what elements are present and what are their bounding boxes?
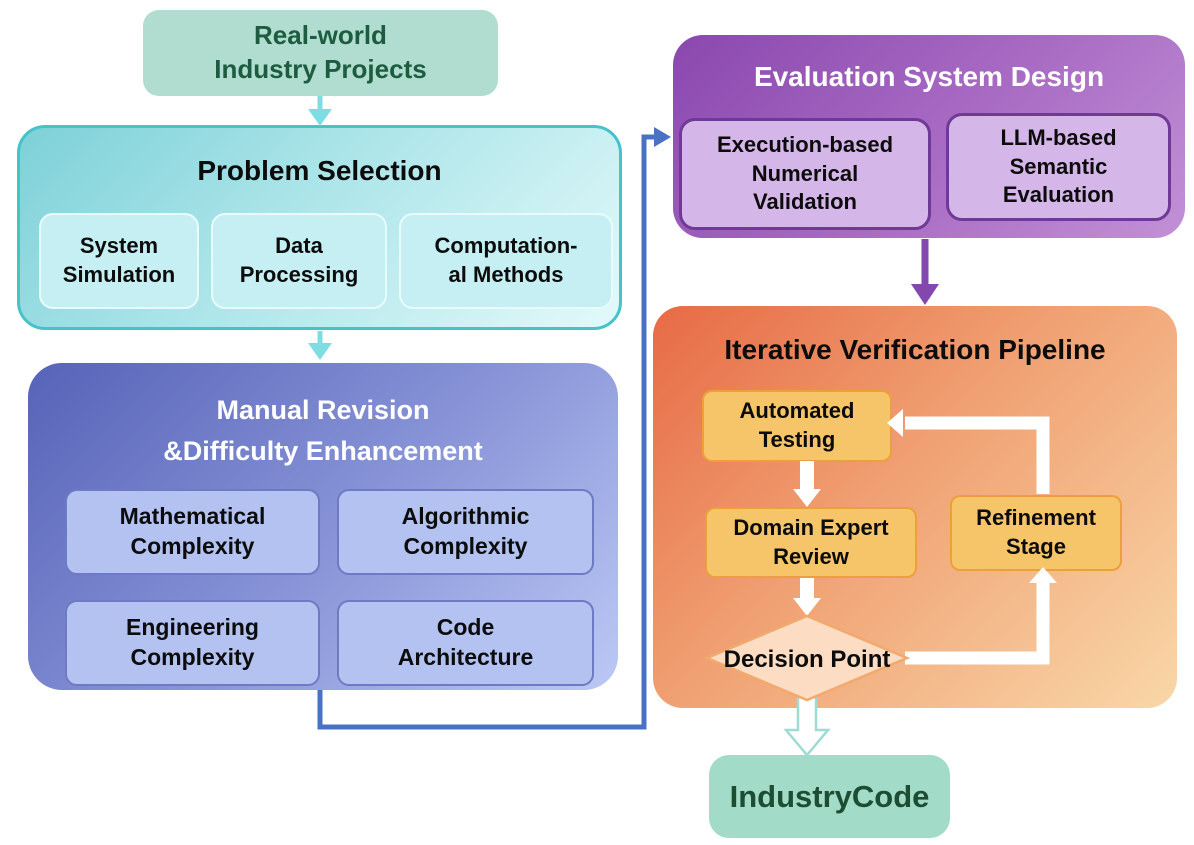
arrow-problem-selection-to-manual-revision — [308, 331, 332, 360]
item-llm-based-semantic-evaluation: LLM-based Semantic Evaluation — [946, 113, 1171, 221]
item-data-processing: Data Processing — [211, 213, 387, 309]
item-system-simulation: System Simulation — [39, 213, 199, 309]
item-execution-based-numerical-validation: Execution-based Numerical Validation — [679, 118, 931, 230]
manual-revision-title: Manual Revision &Difficulty Enhancement — [163, 395, 483, 466]
panel-iterative-pipeline: Iterative Verification Pipeline Automate… — [653, 306, 1177, 708]
item-refinement-stage: Refinement Stage — [950, 495, 1122, 571]
item-domain-expert-review: Domain Expert Review — [705, 507, 917, 578]
source-node-real-world-industry-projects: Real-world Industry Projects — [143, 10, 498, 96]
iterative-pipeline-title: Iterative Verification Pipeline — [724, 334, 1106, 365]
problem-selection-title: Problem Selection — [197, 155, 442, 186]
evaluation-system-title: Evaluation System Design — [753, 61, 1105, 92]
item-mathematical-complexity: Mathematical Complexity — [65, 489, 320, 575]
panel-evaluation-system: Evaluation System Design Execution-based… — [673, 35, 1185, 238]
panel-manual-revision: Manual Revision &Difficulty Enhancement … — [28, 363, 618, 690]
item-code-architecture: Code Architecture — [337, 600, 594, 686]
arrow-evaluation-to-pipeline — [911, 239, 939, 305]
item-computational-methods: Computation- al Methods — [399, 213, 613, 309]
item-automated-testing: Automated Testing — [702, 390, 892, 462]
item-engineering-complexity: Engineering Complexity — [65, 600, 320, 686]
item-algorithmic-complexity: Algorithmic Complexity — [337, 489, 594, 575]
arrow-source-to-problem-selection — [308, 96, 332, 126]
panel-problem-selection: Problem Selection System Simulation Data… — [17, 125, 622, 330]
output-node-industrycode: IndustryCode — [709, 755, 950, 838]
